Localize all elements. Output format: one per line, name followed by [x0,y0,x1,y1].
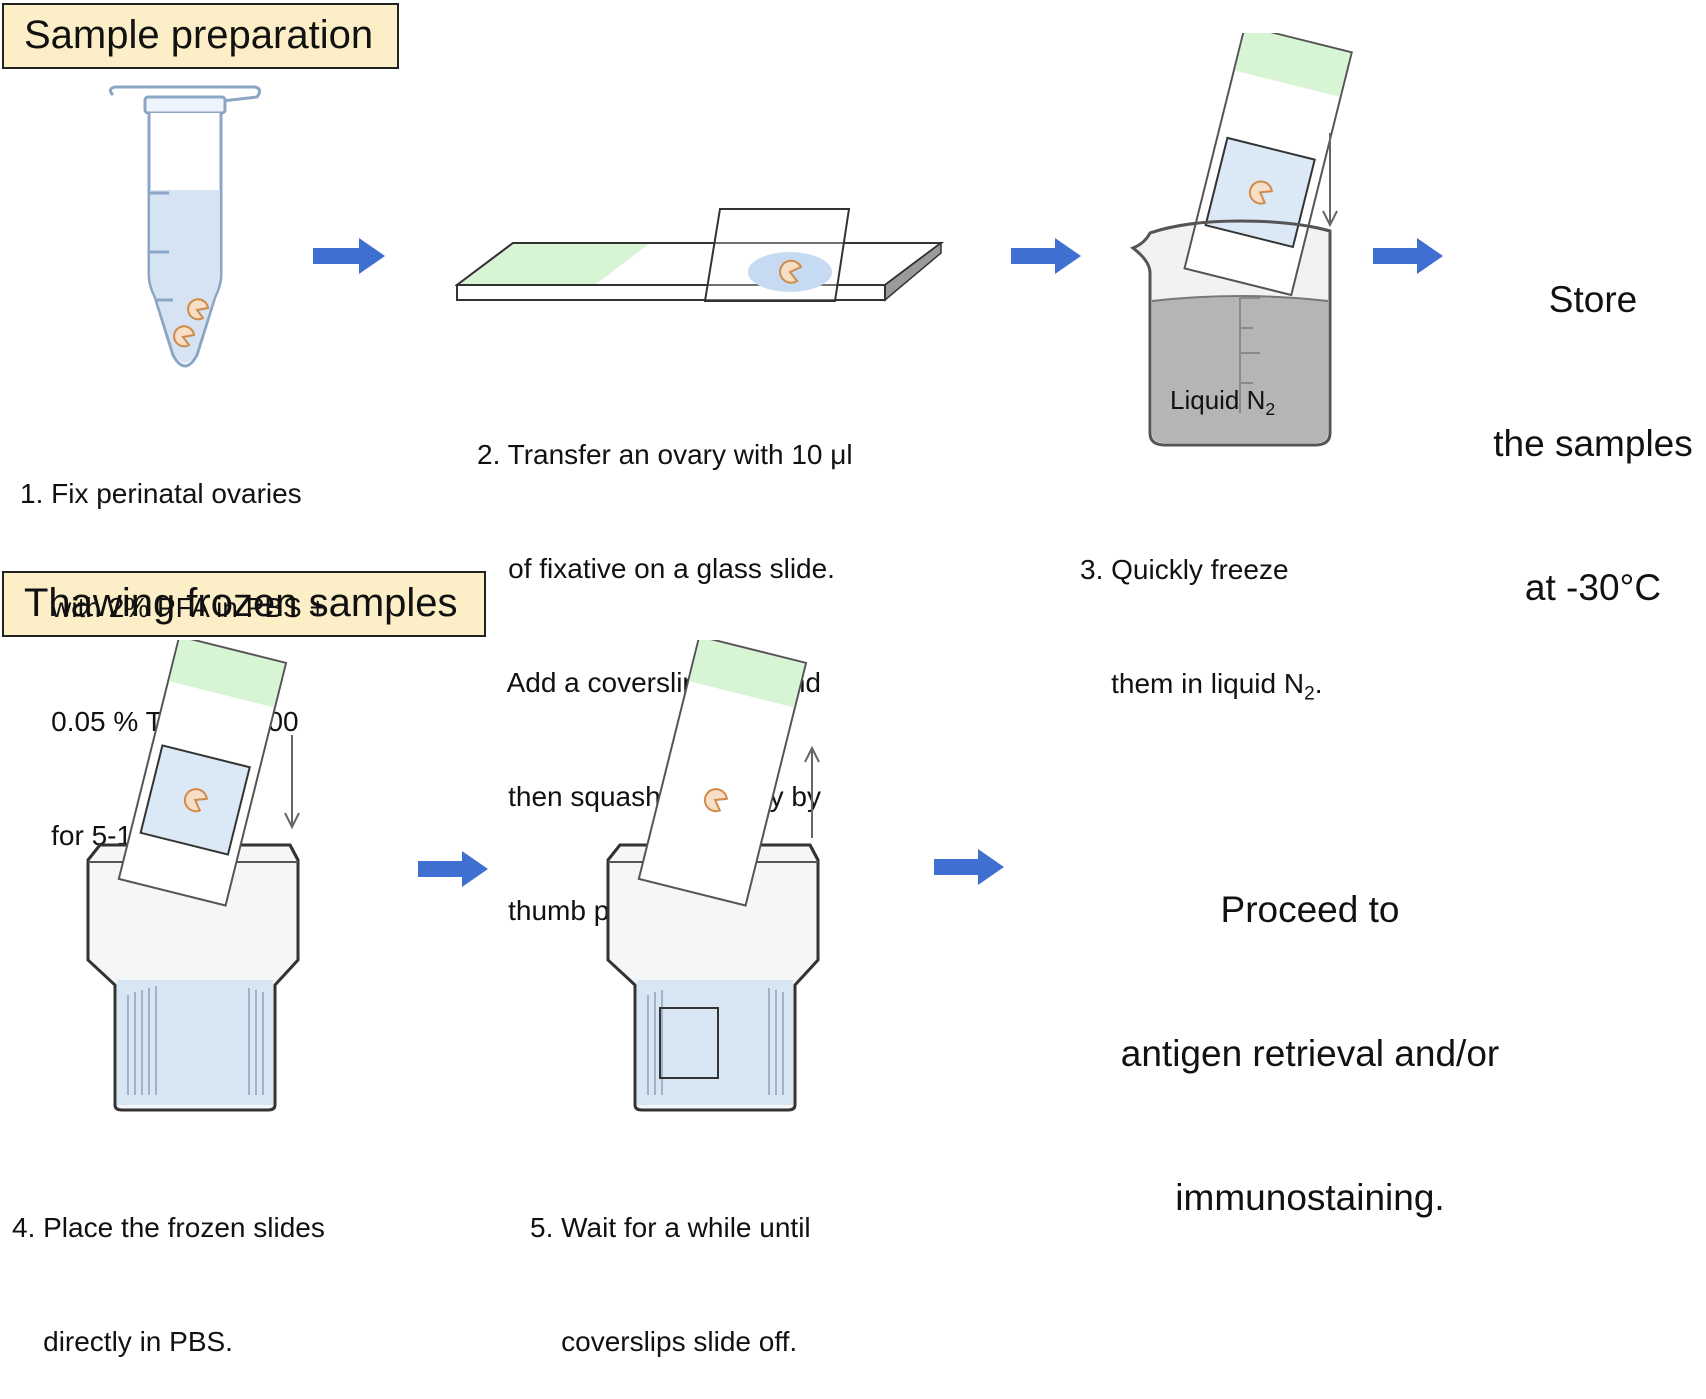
beaker-label: Liquid N2 [1170,383,1276,420]
step-2-line: of fixative on a glass slide. [477,553,835,584]
process-arrow-icon [1373,238,1443,274]
proceed-text: Proceed to antigen retrieval and/or immu… [1080,790,1540,1270]
proceed-line: Proceed to [1220,889,1400,930]
section-header-thawing: Thawing frozen samples [2,571,486,637]
step-3-caption: 3. Quickly freeze them in liquid N2. [1080,475,1322,741]
glass-slide-icon [455,208,944,302]
tube-icon [108,85,262,368]
process-arrow-icon [313,238,385,274]
step-5-caption: 5. Wait for a while until coverslips sli… [530,1133,811,1399]
step-4-line: 4. Place the frozen slides [12,1212,325,1243]
store-line: at -30°C [1524,567,1662,608]
store-line: Store [1548,279,1638,320]
beaker-label-text: Liquid N [1170,385,1266,415]
step-1-line: with 2% PFA in PBS + [20,592,326,623]
step-5-line: coverslips slide off. [530,1326,798,1357]
staining-jar-icon [86,640,300,1112]
step-3-text: them in liquid N [1080,668,1305,699]
step-5-line: 5. Wait for a while until [530,1212,811,1243]
section-header-sample-preparation: Sample preparation [2,3,399,69]
process-arrow-icon [418,851,488,887]
step-1-line: 1. Fix perinatal ovaries [20,478,302,509]
beaker-label-sub: 2 [1265,399,1276,420]
process-arrow-icon [934,849,1004,885]
step-3-line: them in liquid N2. [1080,665,1323,705]
process-arrow-icon [1011,238,1081,274]
store-text: Store the samples at -30°C [1473,180,1706,660]
proceed-line: immunostaining. [1175,1177,1445,1218]
step-3-line: 3. Quickly freeze [1080,554,1289,585]
step-3-period: . [1314,668,1323,699]
proceed-line: antigen retrieval and/or [1120,1033,1500,1074]
staining-jar-icon [606,640,820,1112]
step-4-caption: 4. Place the frozen slides directly in P… [12,1133,325,1399]
step-4-line: directly in PBS. [12,1326,233,1357]
beaker-icon [1130,33,1353,447]
step-2-line: 2. Transfer an ovary with 10 μl [477,439,853,470]
store-line: the samples [1493,423,1693,464]
step-3-subscript: 2 [1304,683,1315,705]
